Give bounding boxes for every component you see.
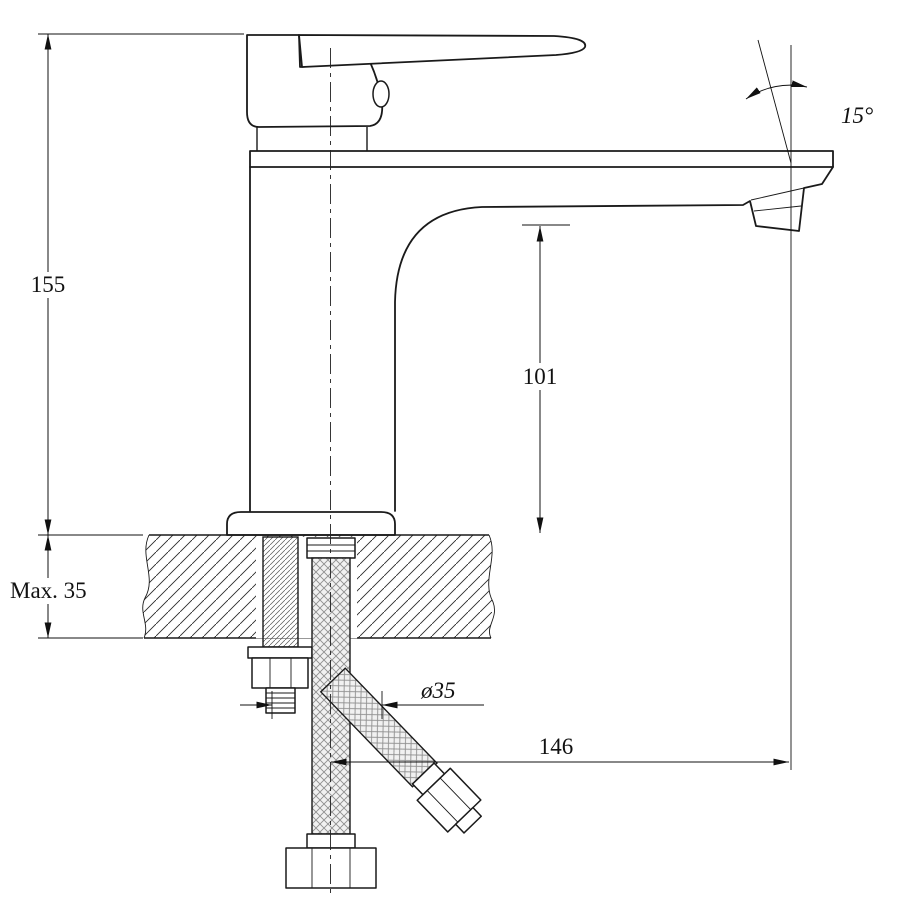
- label-bg-max35: [6, 578, 112, 604]
- hose-top-fitting-lines: [307, 544, 355, 552]
- lever-pivot-cap: [372, 80, 390, 108]
- supply-hose-angled: [319, 667, 483, 834]
- mounting-nut: [251, 657, 309, 689]
- angled-hose-tip: [454, 806, 483, 834]
- faucet-body: [226, 34, 834, 536]
- dim-label-hole-diameter: ø35: [420, 678, 456, 703]
- right-break-line: [488, 534, 495, 639]
- straight-hose-nut: [285, 847, 377, 889]
- spout-profile: [394, 166, 834, 512]
- label-bg-155: [26, 272, 70, 298]
- dim-label-spout-height: 101: [523, 364, 558, 389]
- straight-hose-nut-facets: [311, 848, 351, 888]
- spout-top-plate: [249, 150, 834, 168]
- dim-15deg-arc: [745, 80, 808, 100]
- straight-hose-end: [285, 833, 377, 889]
- handle-lever: [298, 34, 587, 68]
- mounting-washer: [247, 646, 313, 659]
- body-neck: [256, 127, 368, 151]
- handle-body: [246, 34, 384, 128]
- left-break-line: [142, 534, 150, 639]
- threaded-shank: [262, 536, 299, 648]
- dim-label-max-deck-thickness: Max. 35: [10, 578, 87, 603]
- straight-hose-ferrule: [306, 833, 356, 849]
- label-bg-101: [516, 363, 564, 390]
- ext-handle-angle-line: [757, 39, 792, 164]
- right-break-whiteout: [488, 535, 508, 638]
- stud-threaded-tip: [265, 687, 296, 714]
- dimensions: 155 Max. 35 101 146 ø35 15°: [6, 33, 873, 770]
- base-flange: [226, 511, 396, 536]
- aerator-line-2: [753, 205, 802, 212]
- mounting-stud: [247, 536, 313, 714]
- mounting-nut-facets: [269, 658, 292, 688]
- aerator-line: [750, 187, 805, 201]
- left-break-whiteout: [126, 535, 150, 638]
- dim-label-handle-angle: 15°: [841, 103, 873, 128]
- angled-hose-nut-facets: [426, 777, 472, 823]
- hose-top-fitting: [306, 537, 356, 559]
- dim-label-spout-reach: 146: [539, 734, 574, 759]
- stud-thread-lines: [266, 692, 295, 709]
- dim-label-overall-height: 155: [31, 272, 66, 297]
